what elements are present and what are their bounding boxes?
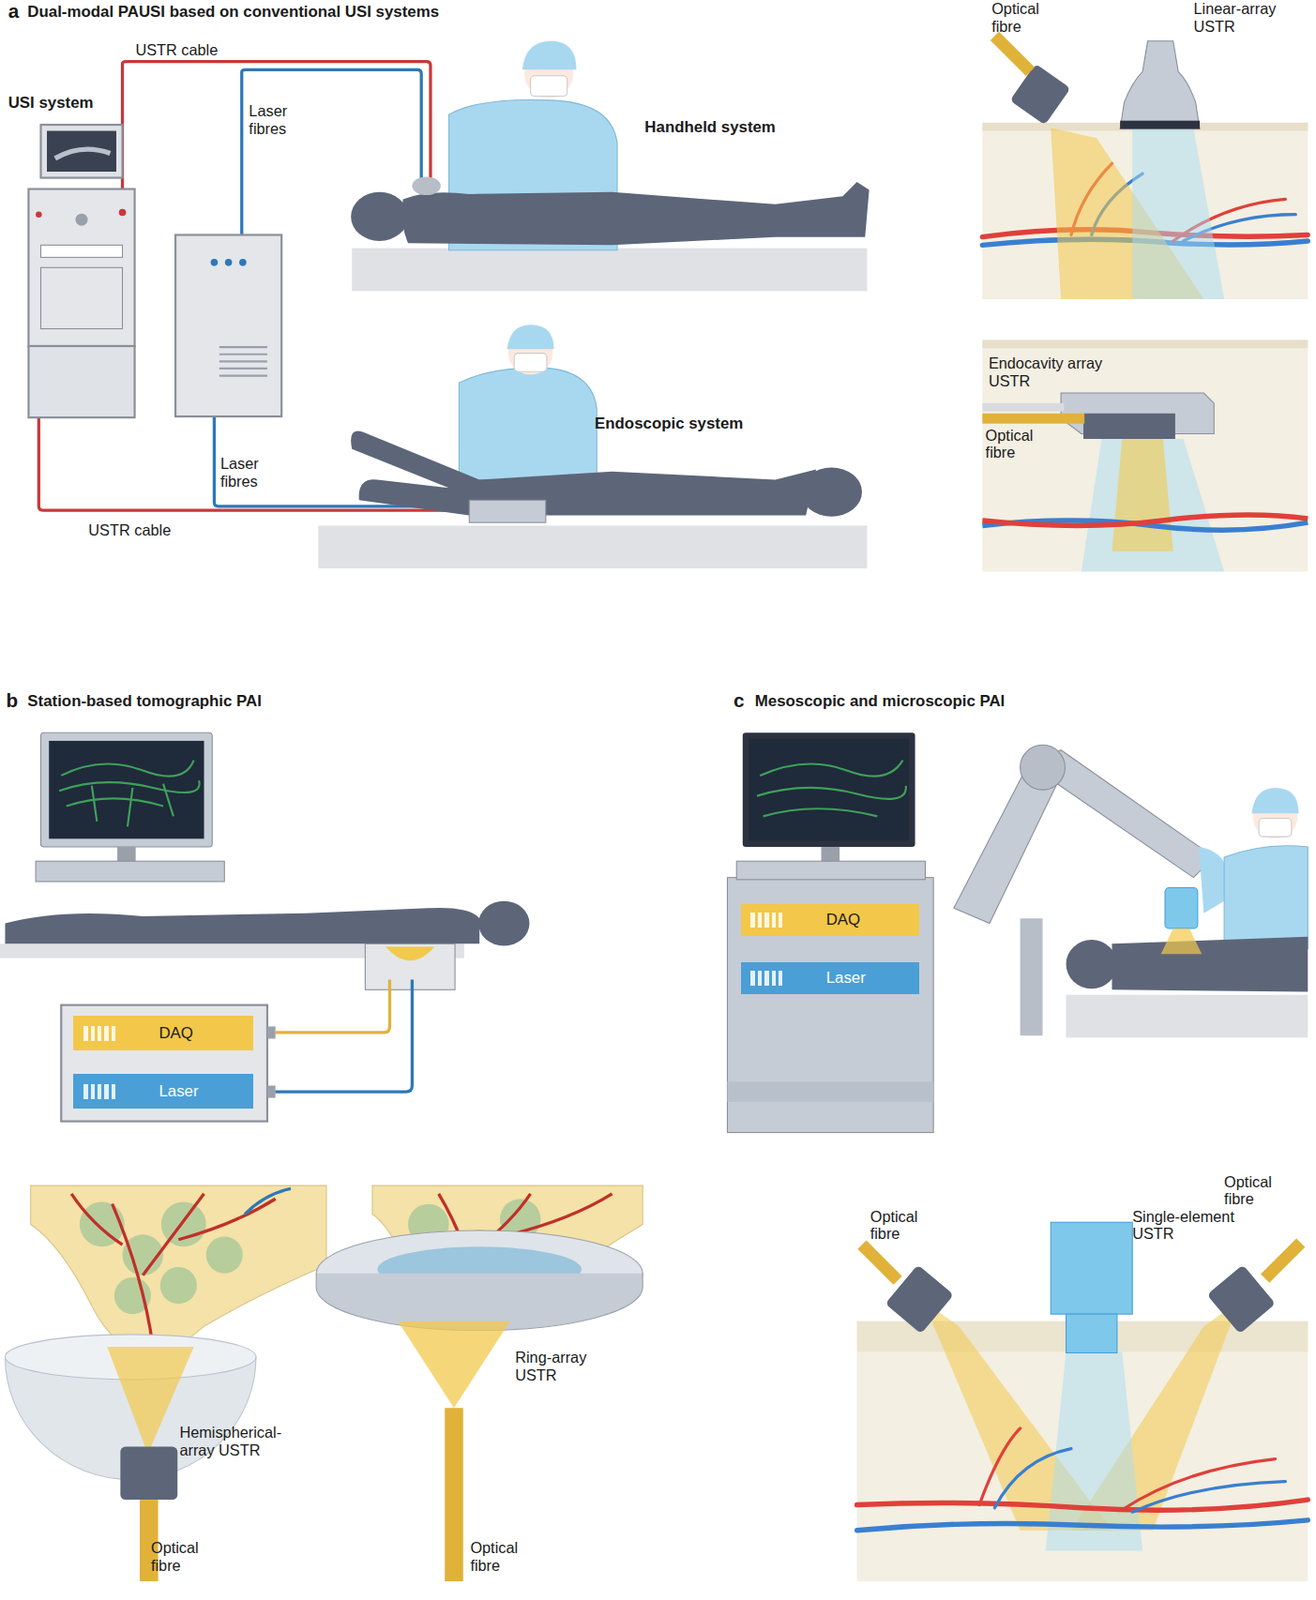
stripe [764, 970, 769, 986]
stripe [83, 1084, 88, 1100]
module-label: DAQ [826, 910, 862, 930]
stripe [771, 970, 776, 986]
part-label: Optical fibre [469, 1539, 537, 1575]
part-label: Optical fibre [870, 1208, 938, 1244]
indicator-stripes [83, 1026, 119, 1042]
stripe [83, 1026, 88, 1042]
part-label: Laser fibres [248, 102, 305, 138]
part-label: Laser fibres [220, 454, 277, 491]
stripe [97, 1026, 102, 1042]
module-label: DAQ [158, 1024, 194, 1044]
stripe [757, 912, 762, 928]
device-module: DAQ [741, 904, 920, 938]
stripe [104, 1026, 108, 1042]
stripe [90, 1026, 95, 1042]
stripe [750, 912, 755, 928]
panel-letter: b [6, 689, 19, 712]
stripe [104, 1084, 108, 1100]
device-module: DAQ [73, 1015, 253, 1051]
stripe [778, 912, 783, 928]
stripe [90, 1084, 95, 1100]
panel-heading: Handheld system [644, 118, 775, 137]
stripe [750, 970, 755, 986]
part-label: Endocavity array USTR [988, 354, 1121, 391]
indicator-stripes [83, 1084, 119, 1100]
stripe [764, 912, 769, 928]
part-label: Optical fibre [991, 0, 1059, 36]
stripe [757, 970, 762, 986]
stripe [771, 912, 776, 928]
stripe [97, 1084, 102, 1100]
panel-letter: a [8, 0, 20, 23]
device-module: Laser [73, 1073, 253, 1109]
device-module: Laser [741, 962, 920, 996]
panel-heading: Dual-modal PAUSI based on conventional U… [27, 2, 439, 21]
stripe [111, 1026, 116, 1042]
module-label: Laser [158, 1082, 198, 1102]
panel-heading: USI system [8, 93, 94, 112]
part-label: USTR cable [85, 521, 174, 540]
part-label: Optical fibre [985, 426, 1047, 463]
part-label: Optical fibre [151, 1539, 218, 1575]
indicator-stripes [750, 912, 786, 928]
part-label: USTR cable [132, 41, 221, 60]
module-label: Laser [826, 968, 866, 988]
part-label: Ring-array USTR [514, 1348, 592, 1385]
stripe [111, 1084, 116, 1100]
panel-letter: c [733, 689, 745, 712]
indicator-stripes [750, 970, 786, 986]
panel-heading: Endoscopic system [594, 414, 743, 433]
panel-heading: Station-based tomographic PAI [27, 692, 262, 711]
part-label: Optical fibre [1224, 1173, 1291, 1210]
panel-heading: Mesoscopic and microscopic PAI [755, 692, 1005, 711]
part-label: Hemispherical-array USTR [179, 1423, 303, 1460]
part-label: Single-element USTR [1132, 1208, 1256, 1244]
part-label: Linear-array USTR [1193, 0, 1286, 36]
stripe [778, 970, 783, 986]
